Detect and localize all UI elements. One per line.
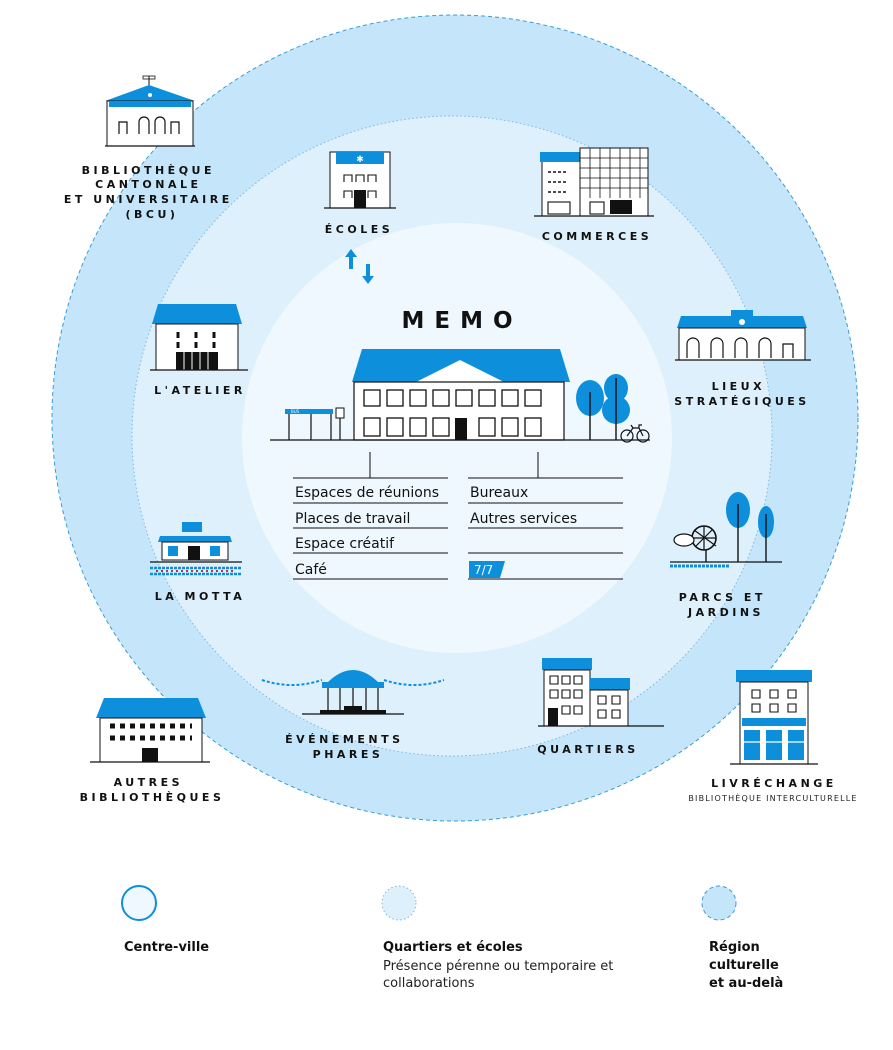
- ecoles-label: ÉCOLES: [325, 223, 393, 236]
- legend-region-swatch: [701, 885, 737, 921]
- quartiers-label: QUARTIERS: [537, 743, 638, 756]
- trees-icon: [576, 374, 630, 440]
- open-7-7-text: 7/7: [474, 563, 493, 577]
- bicycle-icon: [620, 424, 650, 443]
- ecoles-building-icon: ✱: [324, 151, 396, 209]
- tree-icon: [758, 506, 774, 562]
- legend: Centre-ville Quartiers et écoles Présenc…: [121, 885, 783, 991]
- autres-bibliotheques-label: AUTRES BIBLIOTHÈQUES: [80, 776, 225, 804]
- atelier-building-icon: [150, 304, 248, 371]
- la-motta-boat-icon: [150, 522, 242, 576]
- memo-building-icon: [352, 349, 570, 441]
- livrechange-sublabel: BIBLIOTHÈQUE INTERCULTURELLE: [688, 792, 857, 803]
- evenements-kiosk-icon: [261, 670, 445, 715]
- livrechange-label: LIVRÉCHANGE: [711, 777, 837, 790]
- legend-centre-ville-title: Centre-ville: [124, 940, 209, 955]
- quartiers-building-icon: [538, 658, 664, 727]
- parcs-jardins-label: PARCS ET JARDINS: [679, 591, 773, 619]
- bus-stop-icon: BUS: [285, 407, 345, 440]
- service-item: Espace créatif: [295, 536, 395, 552]
- legend-region-title: Région culturelle et au-delà: [709, 940, 783, 991]
- legend-quartiers-title: Quartiers et écoles: [383, 940, 523, 955]
- lieux-strategiques-building-icon: [675, 310, 811, 361]
- legend-centre-ville-swatch: [121, 885, 157, 921]
- legend-quartiers-desc: Présence pérenne ou temporaire et collab…: [383, 959, 618, 991]
- lieux-strategiques-label: LIEUX STRATÉGIQUES: [674, 380, 809, 408]
- sculpture-icon: [673, 525, 717, 562]
- tree-icon: [726, 492, 750, 562]
- la-motta-label: LA MOTTA: [155, 590, 246, 603]
- autres-bibliotheques-building-icon: [90, 698, 210, 763]
- service-item: Café: [295, 562, 327, 578]
- bus-sign-text: BUS: [291, 409, 300, 414]
- service-item: Espaces de réunions: [295, 485, 439, 501]
- exchange-arrows-icon: [345, 249, 374, 284]
- commerces-label: COMMERCES: [542, 230, 652, 243]
- evenements-label: ÉVÉNEMENTS PHARES: [285, 733, 411, 761]
- parcs-jardins-icon: [670, 492, 782, 568]
- bcu-label: BIBLIOTHÈQUE CANTONALE ET UNIVERSITAIRE …: [64, 164, 240, 221]
- svg-text:✱: ✱: [356, 155, 364, 165]
- open-7-7-badge: 7/7: [469, 561, 505, 578]
- service-item: Autres services: [470, 511, 577, 527]
- legend-quartiers-swatch: [381, 885, 417, 921]
- commerces-building-icon: [534, 147, 654, 217]
- service-item: Bureaux: [470, 485, 528, 501]
- memo-services-left: Espaces de réunions Places de travail Es…: [293, 477, 448, 580]
- bcu-building-icon: [105, 75, 195, 147]
- livrechange-building-icon: [730, 670, 818, 765]
- memo-services-right: Bureaux Autres services 7/7: [468, 477, 623, 580]
- atelier-label: L'ATELIER: [154, 384, 246, 397]
- service-item: Places de travail: [295, 511, 410, 527]
- memo-title: MEMO: [401, 308, 522, 334]
